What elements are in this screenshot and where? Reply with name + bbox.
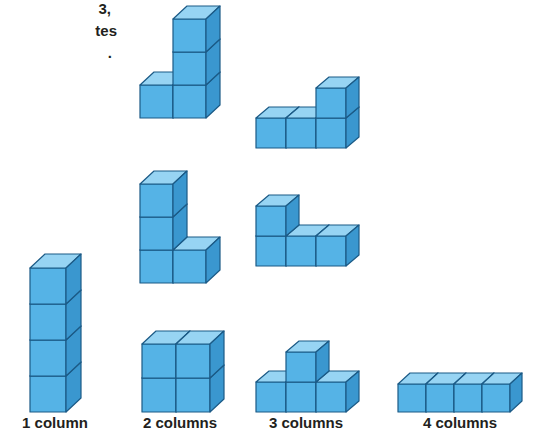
cube-front — [140, 217, 173, 250]
cropped-text: . — [108, 44, 112, 62]
cropped-text: 3, — [98, 0, 111, 18]
cube-front — [30, 268, 66, 304]
two-column-l — [140, 171, 220, 283]
cube-side — [316, 341, 329, 382]
cube-front — [142, 344, 176, 378]
column-label: 2 columns — [143, 414, 217, 432]
cube-front — [142, 378, 176, 412]
cube-front — [176, 378, 210, 412]
cube-side — [173, 171, 187, 217]
cube-front — [140, 85, 173, 118]
cube-front — [256, 382, 286, 412]
cube-side — [346, 225, 359, 266]
three-column-l-right — [256, 77, 359, 148]
three-column-t — [256, 341, 359, 412]
cube-front — [454, 384, 482, 412]
cube-side — [286, 195, 299, 236]
cube-front — [173, 250, 206, 283]
cube-front — [426, 384, 454, 412]
cube-front — [176, 344, 210, 378]
cube-front — [286, 382, 316, 412]
cube-front — [316, 88, 346, 118]
cube-front — [256, 118, 286, 148]
two-column-j — [140, 6, 220, 118]
cube-front — [316, 236, 346, 266]
cube-front — [286, 352, 316, 382]
cube-front — [173, 52, 206, 85]
column-label: 1 column — [22, 414, 88, 432]
cube-side — [206, 6, 220, 52]
cube-side — [346, 371, 359, 412]
cube-front — [316, 118, 346, 148]
cube-front — [140, 184, 173, 217]
cube-side — [210, 331, 224, 378]
cube-front — [316, 382, 346, 412]
cube-front — [398, 384, 426, 412]
column-label: 4 columns — [423, 414, 497, 432]
cube-front — [286, 118, 316, 148]
one-column-stack — [30, 254, 81, 412]
four-column-row — [398, 373, 522, 412]
cube-side — [206, 237, 220, 283]
cube-side — [66, 254, 81, 304]
three-column-l-left — [256, 195, 359, 266]
cube-side — [510, 373, 522, 412]
two-column-square — [142, 331, 224, 412]
cube-front — [482, 384, 510, 412]
cube-front — [173, 85, 206, 118]
cube-front — [30, 376, 66, 412]
cube-side — [346, 77, 359, 118]
column-label: 3 columns — [269, 414, 343, 432]
cube-front — [256, 206, 286, 236]
cube-front — [30, 340, 66, 376]
cube-front — [30, 304, 66, 340]
cube-front — [173, 19, 206, 52]
cube-front — [256, 236, 286, 266]
cube-front — [140, 250, 173, 283]
cropped-text: tes — [95, 22, 117, 40]
cube-front — [286, 236, 316, 266]
